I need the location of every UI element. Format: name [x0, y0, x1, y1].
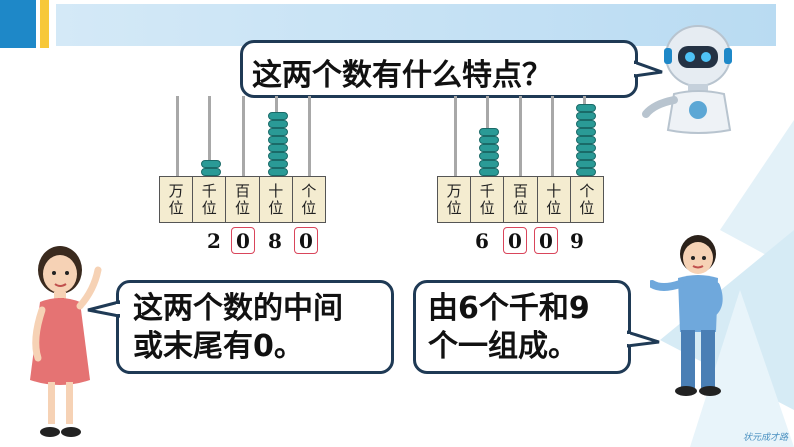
highlight-box — [503, 227, 527, 254]
abacus-bead — [575, 152, 596, 160]
rod — [176, 96, 179, 178]
abacus-bead — [575, 160, 596, 168]
digit: 0 — [508, 229, 522, 253]
abacus-bead — [478, 152, 499, 160]
abacus-bead — [478, 160, 499, 168]
place-cell: 万位 — [160, 177, 194, 222]
abacus-bead — [267, 128, 288, 136]
abacus-bead — [267, 152, 288, 160]
place-cell: 千位 — [471, 177, 505, 222]
abacus-bead — [478, 144, 499, 152]
abacus-bead — [478, 136, 499, 144]
girl-bubble-tail — [87, 300, 120, 318]
rod — [519, 96, 522, 178]
header-yellow-block — [40, 0, 49, 48]
place-cell: 百位 — [226, 177, 260, 222]
question-text: 这两个数有什么特点？ — [252, 58, 552, 93]
abacus-bead — [478, 128, 499, 136]
abacus-bead — [575, 144, 596, 152]
place-cell: 十位 — [538, 177, 571, 222]
rod — [208, 96, 211, 178]
digit: 6 — [475, 229, 489, 253]
girl-speech-line: 或末尾有0。 — [133, 329, 304, 364]
place-value-strip: 万位 千位 百位 十位 个位 — [159, 176, 326, 223]
place-cell: 万位 — [438, 177, 472, 222]
question-bubble-tail — [634, 60, 663, 78]
highlight-box — [534, 227, 558, 254]
abacus-bead — [267, 120, 288, 128]
abacus-bead — [575, 136, 596, 144]
girl-speech-bubble — [116, 280, 394, 374]
highlight-box — [294, 227, 318, 254]
abacus-bead — [575, 120, 596, 128]
abacus-bead — [575, 112, 596, 120]
abacus-bead — [575, 128, 596, 136]
header-bar — [56, 4, 776, 46]
rod — [242, 96, 245, 178]
abacus-bead — [267, 168, 288, 176]
abacus-bead — [267, 136, 288, 144]
digit: 0 — [539, 229, 553, 253]
abacus-bead — [200, 168, 221, 176]
place-cell: 十位 — [260, 177, 293, 222]
boy-speech-text: 由6个千和9 个一组成。 — [428, 290, 590, 366]
abacus-right: 万位 千位 百位 十位 个位 — [433, 90, 608, 230]
rod — [454, 96, 457, 178]
boy-bubble-tail — [627, 330, 660, 348]
abacus-bead — [267, 112, 288, 120]
place-cell: 百位 — [504, 177, 538, 222]
digit: 0 — [299, 229, 313, 253]
digit: 0 — [236, 229, 250, 253]
girl-speech-line: 这两个数的中间 — [133, 291, 343, 326]
digit: 9 — [570, 229, 584, 253]
place-cell: 个位 — [579, 181, 595, 217]
abacus-left: 万位 千位 百位 十位 个位 — [155, 90, 330, 230]
question-bubble — [240, 40, 638, 98]
watermark: 状元成才路 — [742, 433, 788, 443]
robot-illustration — [642, 25, 732, 134]
digit: 8 — [268, 229, 282, 253]
abacus-bead — [575, 104, 596, 112]
abacus-bead — [478, 168, 499, 176]
header-blue-block — [0, 0, 36, 48]
girl-illustration — [30, 246, 102, 437]
rod — [308, 96, 311, 178]
abacus-bead — [267, 144, 288, 152]
place-cell: 千位 — [193, 177, 227, 222]
boy-speech-bubble — [413, 280, 631, 374]
place-value-strip: 万位 千位 百位 十位 个位 — [437, 176, 604, 223]
boy-speech-line: 个一组成。 — [428, 329, 578, 364]
girl-speech-text: 这两个数的中间 或末尾有0。 — [133, 290, 343, 366]
boy-illustration — [650, 235, 723, 396]
rod — [551, 96, 554, 178]
place-cell: 个位 — [301, 181, 317, 217]
digit: 2 — [207, 229, 221, 253]
abacus-bead — [200, 160, 221, 168]
highlight-box — [231, 227, 255, 254]
abacus-bead — [267, 160, 288, 168]
abacus-bead — [575, 168, 596, 176]
decorative-triangles — [660, 120, 794, 447]
boy-speech-line: 由6个千和9 — [428, 291, 590, 326]
